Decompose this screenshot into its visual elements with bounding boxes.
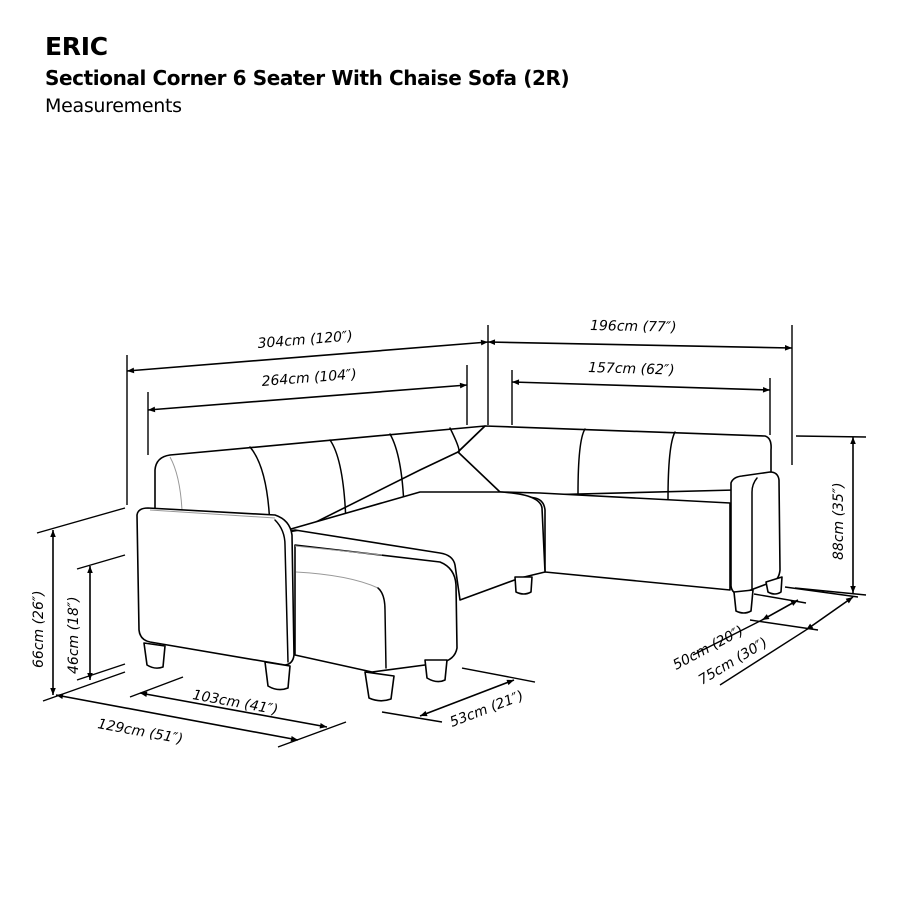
right-backrest	[457, 425, 772, 496]
label-seat-right-width: 157cm (62″)	[588, 360, 675, 379]
header: ERIC Sectional Corner 6 Seater With Chai…	[45, 32, 570, 120]
leg	[364, 671, 395, 702]
subtitle: Measurements	[45, 95, 182, 117]
sofa-illustration	[136, 425, 783, 702]
label-total-height: 88cm (35″)	[831, 482, 847, 560]
leg	[264, 661, 291, 691]
right-seat	[499, 491, 731, 591]
label-arm-height: 66cm (26″)	[31, 590, 47, 668]
product-title: Sectional Corner 6 Seater With Chaise So…	[45, 66, 570, 90]
dimension-lines	[36, 325, 867, 748]
label-overall-left-width: 304cm (120″)	[257, 328, 353, 352]
leg	[424, 659, 448, 683]
left-arm	[136, 507, 295, 666]
label-seat-height: 46cm (18″)	[66, 596, 82, 674]
right-arm	[730, 471, 781, 595]
left-backrest	[154, 425, 486, 536]
leg	[514, 576, 533, 595]
chaise	[294, 544, 458, 673]
leg	[765, 576, 783, 595]
leg	[733, 589, 754, 614]
label-chaise-seat-length: 103cm (41″)	[191, 687, 279, 718]
brand-title: ERIC	[45, 32, 108, 61]
label-overall-right-width: 196cm (77″)	[590, 318, 677, 336]
label-chaise-width: 53cm (21″)	[448, 688, 526, 731]
label-chaise-overall-length: 129cm (51″)	[96, 716, 184, 747]
label-seat-left-width: 264cm (104″)	[261, 367, 357, 390]
leg	[143, 642, 166, 669]
